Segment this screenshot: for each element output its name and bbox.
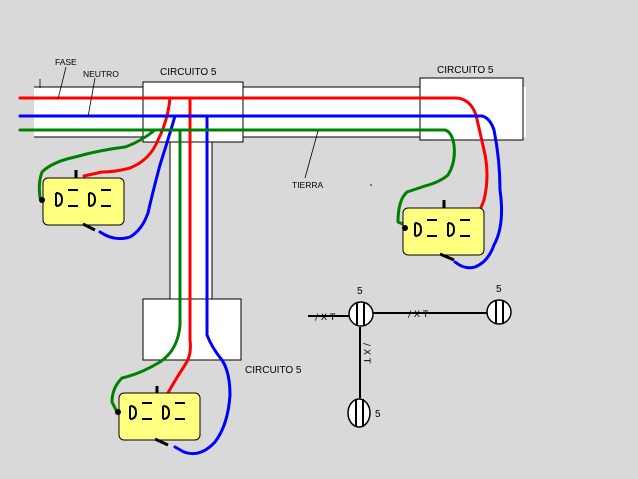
tierra-wire-bottom bbox=[110, 128, 182, 412]
circuito-label-bottom: CIRCUITO 5 bbox=[245, 365, 302, 376]
schematic-mark-vertical: / X T bbox=[361, 343, 371, 364]
fase-wire-left-outlet bbox=[82, 96, 172, 178]
stray-dot bbox=[370, 184, 372, 186]
circuito-label-right: CIRCUITO 5 bbox=[437, 65, 494, 76]
neutro-label: NEUTRO bbox=[83, 69, 119, 79]
schematic-mark-right: / X T bbox=[408, 310, 429, 320]
schematic bbox=[308, 299, 512, 428]
circuito-label-left: CIRCUITO 5 bbox=[160, 67, 217, 78]
neutro-wire-left-outlet bbox=[98, 114, 177, 241]
outlet-left bbox=[39, 170, 125, 232]
outlet-symbol-center bbox=[348, 301, 374, 327]
tierra-leader bbox=[304, 130, 319, 179]
label-leaders bbox=[39, 66, 319, 179]
fase-leader bbox=[57, 66, 67, 100]
outlet-bottom bbox=[115, 386, 201, 447]
schematic-label-center: 5 bbox=[357, 286, 363, 297]
fase-wire-main bbox=[18, 96, 489, 212]
tierra-wire-left-outlet bbox=[37, 128, 157, 200]
schematic-label-right: 5 bbox=[496, 284, 502, 295]
schematic-label-bottom: 5 bbox=[375, 409, 381, 420]
junction-box-center bbox=[142, 81, 244, 143]
neutro-wire-bottom bbox=[173, 114, 232, 456]
outlet-symbol-right bbox=[486, 299, 512, 325]
outlet-right bbox=[402, 200, 485, 262]
outlet-symbol-bottom bbox=[347, 398, 371, 428]
schematic-mark-left: / X T bbox=[315, 313, 336, 323]
junction-box-bottom bbox=[142, 298, 242, 361]
neutro-leader bbox=[87, 77, 96, 118]
fase-label: FASE bbox=[55, 57, 77, 67]
fase-wire-bottom bbox=[166, 96, 192, 395]
junction-box-right bbox=[419, 77, 524, 141]
tierra-label: TIERRA bbox=[292, 180, 324, 190]
neutro-wire-main bbox=[18, 114, 503, 270]
tierra-wire-main bbox=[18, 128, 456, 227]
